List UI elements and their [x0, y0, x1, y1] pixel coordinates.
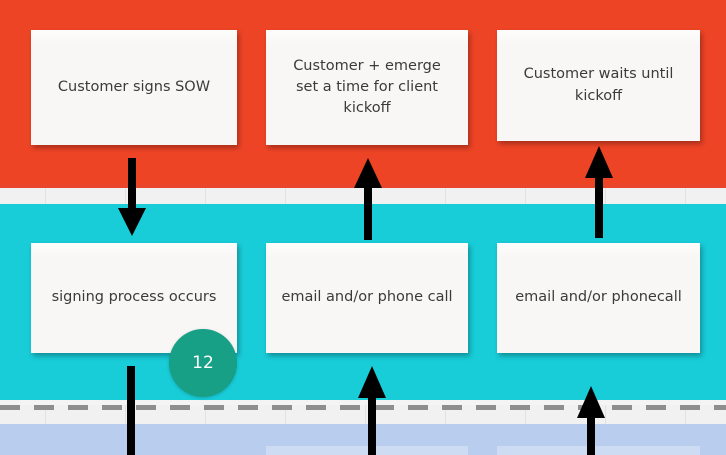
card-customer-waits-until-kickoff[interactable]: Customer waits until kickoff [497, 30, 700, 141]
gridline [205, 188, 206, 204]
card-email-or-phone-call[interactable]: email and/or phone call [266, 243, 468, 353]
arrow-up-icon-connector-3 [584, 146, 614, 238]
arrow-up-icon-connector-6 [576, 386, 606, 455]
step-number-badge[interactable]: 12 [169, 329, 237, 397]
gridline [525, 188, 526, 204]
card-email-or-phonecall[interactable]: email and/or phonecall [497, 243, 700, 353]
lane-blue-card-peek [497, 446, 700, 455]
lane-divider-lower-highlight [0, 400, 726, 405]
card-label: Customer waits until kickoff [523, 66, 674, 104]
connector-line-4 [127, 366, 135, 455]
arrow-up-icon-connector-5 [357, 366, 387, 455]
card-label: Customer signs SOW [57, 78, 211, 95]
gridline [45, 188, 46, 204]
gridline [445, 188, 446, 204]
gridline [685, 188, 686, 204]
dashed-separator-line [0, 405, 726, 410]
gridline [285, 188, 286, 204]
arrow-down-icon-connector-1 [117, 158, 147, 236]
step-number-badge-label: 12 [192, 353, 214, 373]
card-label: email and/or phone call [281, 289, 453, 306]
arrow-up-icon-connector-2 [353, 158, 383, 240]
lane-blue-card-peek [266, 446, 468, 455]
card-label: email and/or phonecall [515, 289, 682, 306]
card-customer-emerge-kickoff-time[interactable]: Customer + emerge set a time for client … [266, 30, 468, 145]
card-label: signing process occurs [51, 289, 217, 306]
card-label: Customer + emerge set a time for client … [293, 57, 441, 116]
card-customer-signs-sow[interactable]: Customer signs SOW [31, 30, 237, 145]
